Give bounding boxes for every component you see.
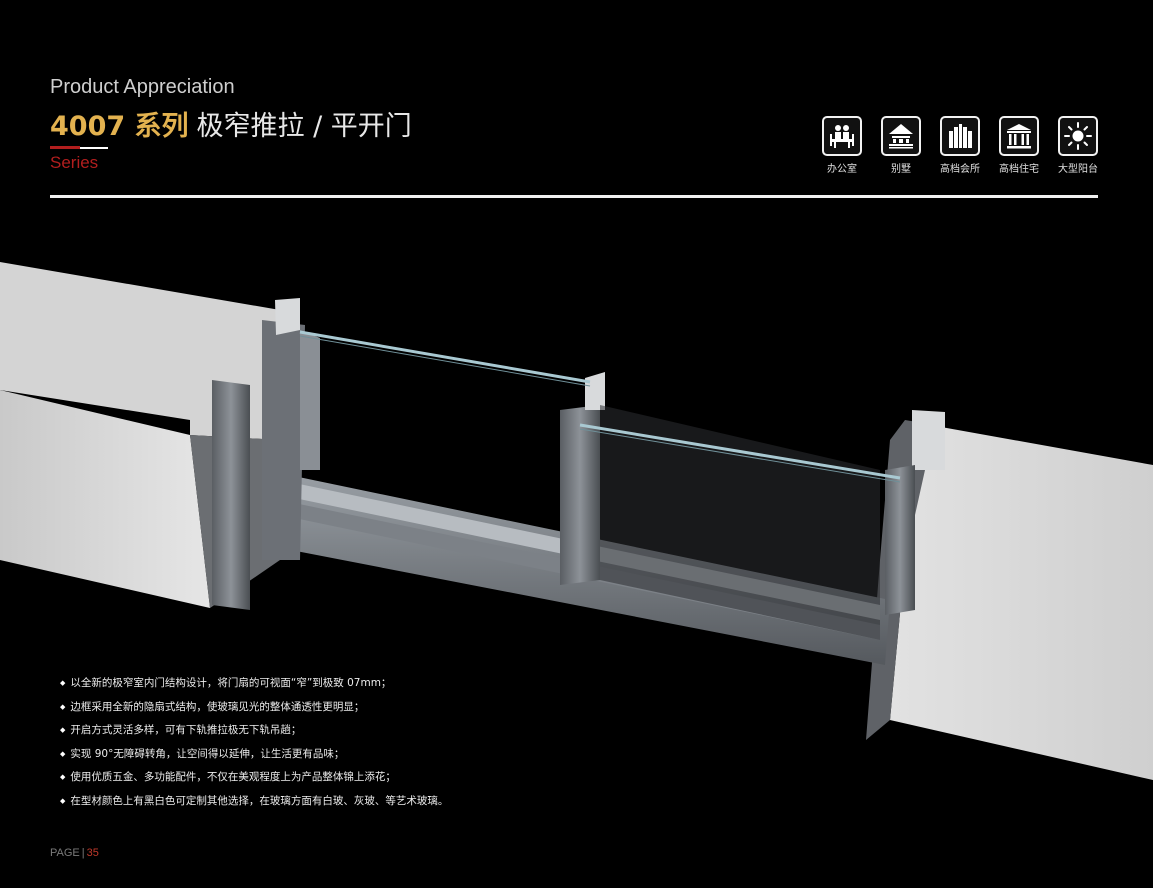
villa-icon: [881, 116, 921, 156]
club-building-icon: [940, 116, 980, 156]
product-type: 极窄推拉 / 平开门: [196, 111, 412, 142]
sun-icon: [1058, 116, 1098, 156]
application-label: 大型阳台: [1058, 164, 1098, 175]
diamond-bullet-icon: ◆: [60, 773, 66, 782]
page-number: 35: [86, 847, 99, 859]
application-residence: 高档住宅: [997, 116, 1041, 175]
series-label: Series: [50, 153, 99, 172]
office-meeting-icon: [822, 116, 862, 156]
residence-building-icon: [999, 116, 1039, 156]
header-divider: [50, 195, 1098, 198]
application-label: 高档住宅: [999, 164, 1039, 175]
application-office: 办公室: [820, 116, 864, 175]
application-balcony: 大型阳台: [1056, 116, 1100, 175]
header-subtitle: Product Appreciation: [50, 76, 235, 98]
feature-list: ◆以全新的极窄室内门结构设计，将门扇的可视面“窄”到极致 07mm； ◆边框采用…: [60, 672, 448, 814]
red-accent-line: [50, 146, 80, 149]
product-illustration: [0, 262, 1153, 780]
left-frame: [212, 298, 320, 610]
feature-item: ◆实现 90°无障碍转角，让空间得以延伸，让生活更有品味；: [60, 743, 448, 767]
application-icons: 办公室 别墅 高档会所: [820, 116, 1100, 175]
page-separator: |: [81, 847, 85, 859]
feature-item: ◆使用优质五金、多功能配件，不仅在美观程度上为产品整体锦上添花；: [60, 766, 448, 790]
title-row: 4007 系列 极窄推拉 / 平开门: [50, 104, 412, 143]
feature-item: ◆以全新的极窄室内门结构设计，将门扇的可视面“窄”到极致 07mm；: [60, 672, 448, 696]
white-accent-line: [80, 147, 108, 149]
page-label: PAGE: [50, 847, 80, 859]
diamond-bullet-icon: ◆: [60, 726, 66, 735]
diamond-bullet-icon: ◆: [60, 796, 66, 805]
diamond-bullet-icon: ◆: [60, 702, 66, 711]
application-club: 高档会所: [938, 116, 982, 175]
right-frame: [885, 410, 945, 615]
feature-item: ◆开启方式灵活多样，可有下轨推拉极无下轨吊趟；: [60, 719, 448, 743]
feature-item: ◆在型材颜色上有黑白色可定制其他选择，在玻璃方面有白玻、灰玻、等艺术玻璃。: [60, 790, 448, 814]
application-label: 办公室: [827, 164, 857, 175]
diamond-bullet-icon: ◆: [60, 749, 66, 758]
glass-panes: [299, 330, 901, 483]
page-footer: PAGE|35: [50, 847, 99, 859]
application-label: 高档会所: [940, 164, 980, 175]
feature-item: ◆边框采用全新的隐扇式结构，使玻璃见光的整体通透性更明显；: [60, 696, 448, 720]
application-label: 别墅: [891, 164, 911, 175]
diamond-bullet-icon: ◆: [60, 679, 66, 687]
series-number: 4007 系列: [50, 111, 189, 142]
application-villa: 别墅: [879, 116, 923, 175]
